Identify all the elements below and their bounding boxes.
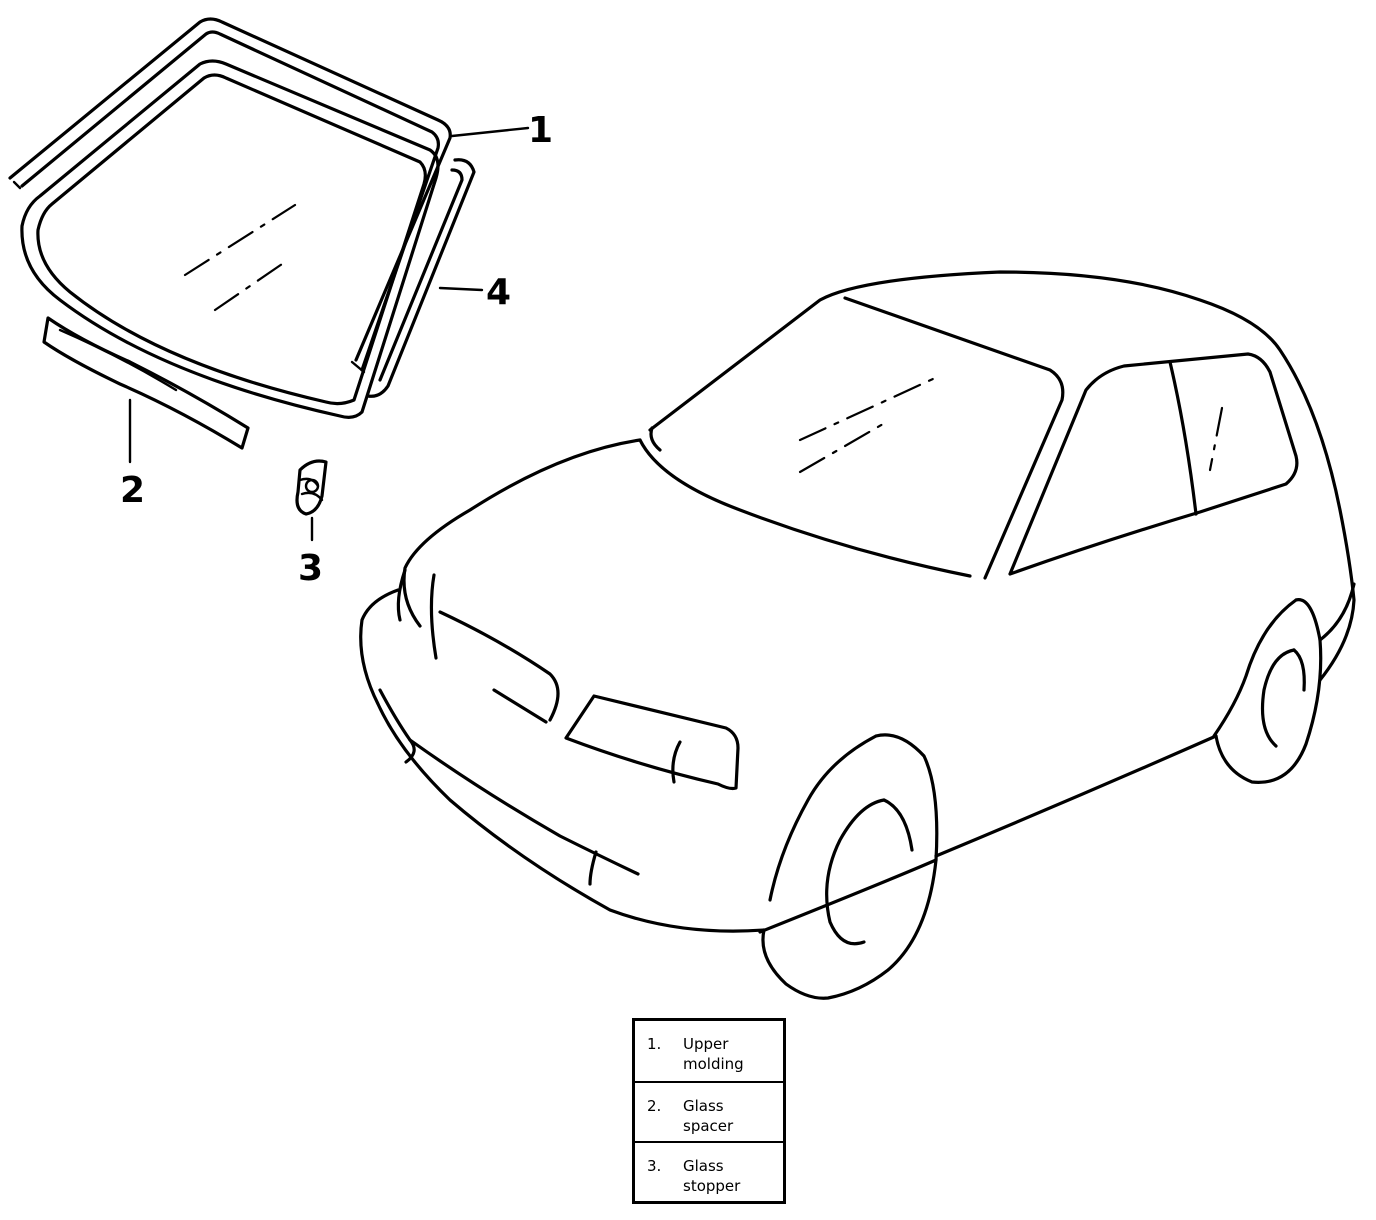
legend-table: 1. Upper molding 2. Glass spacer 3. Glas… [632,1018,786,1204]
legend-row: 1. Upper molding [635,1021,783,1081]
legend-row: 2. Glass spacer [635,1081,783,1141]
glass-dam [366,158,476,398]
leader-lines [128,126,530,542]
callout-4: 4 [486,272,511,313]
windshield-glass [20,59,440,419]
legend-number: 2. [647,1097,662,1115]
glass-stopper [295,459,328,516]
legend-label: Upper molding [683,1035,744,1073]
legend-number: 3. [647,1157,662,1175]
legend-number: 1. [647,1035,662,1053]
legend-row: 3. Glass stopper [635,1141,783,1201]
upper-molding [8,17,452,374]
callout-3: 3 [298,548,323,589]
legend-label: Glass spacer [683,1097,734,1135]
car-outline [359,270,1356,1000]
glass-spacer [42,316,250,450]
legend-label: Glass stopper [683,1157,741,1195]
callout-2: 2 [120,470,145,511]
callout-1: 1 [528,110,553,151]
